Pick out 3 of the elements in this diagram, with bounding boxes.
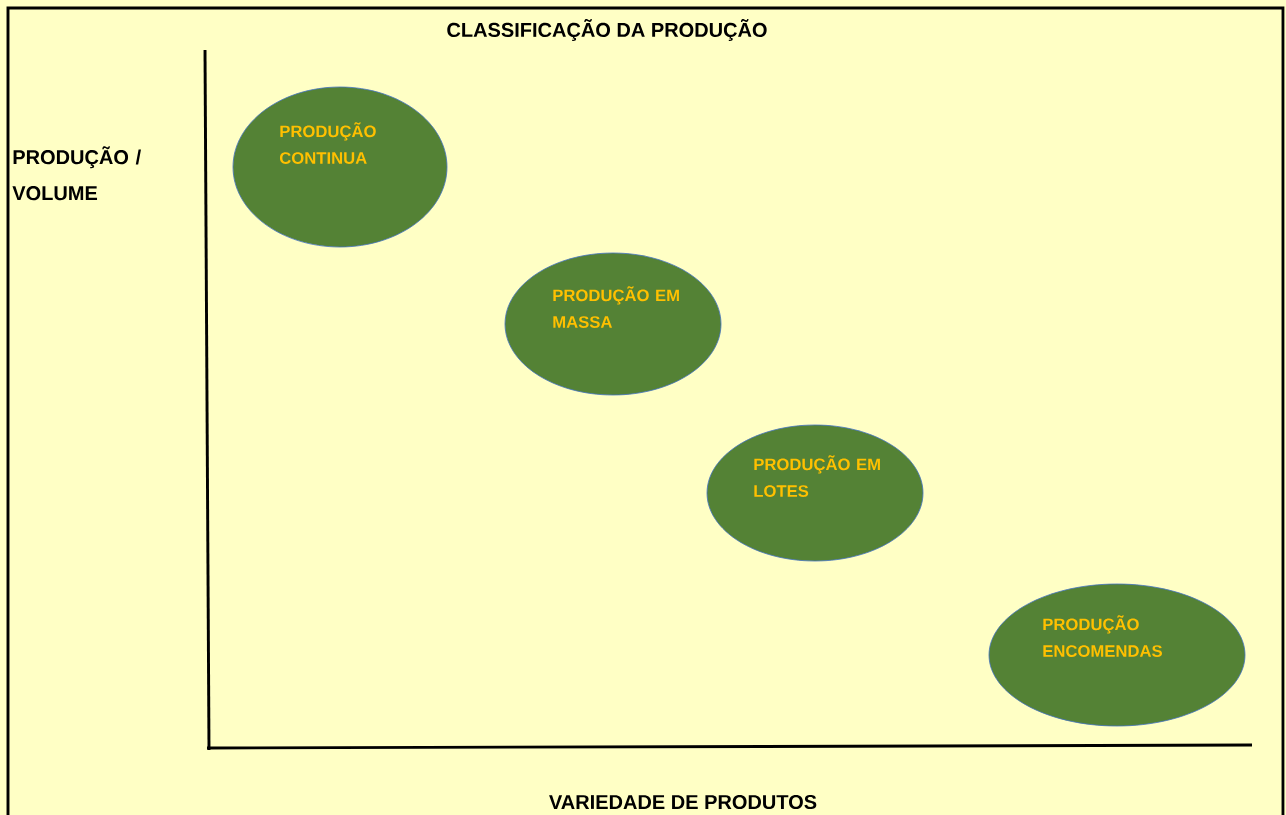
axis-label: PRODUÇÃO / VOLUME xyxy=(12,146,141,201)
axis-label: VARIEDADE DE PRODUTOS xyxy=(549,794,817,810)
title: CLASSIFICAÇÃO DA PRODUÇÃO xyxy=(447,19,767,41)
